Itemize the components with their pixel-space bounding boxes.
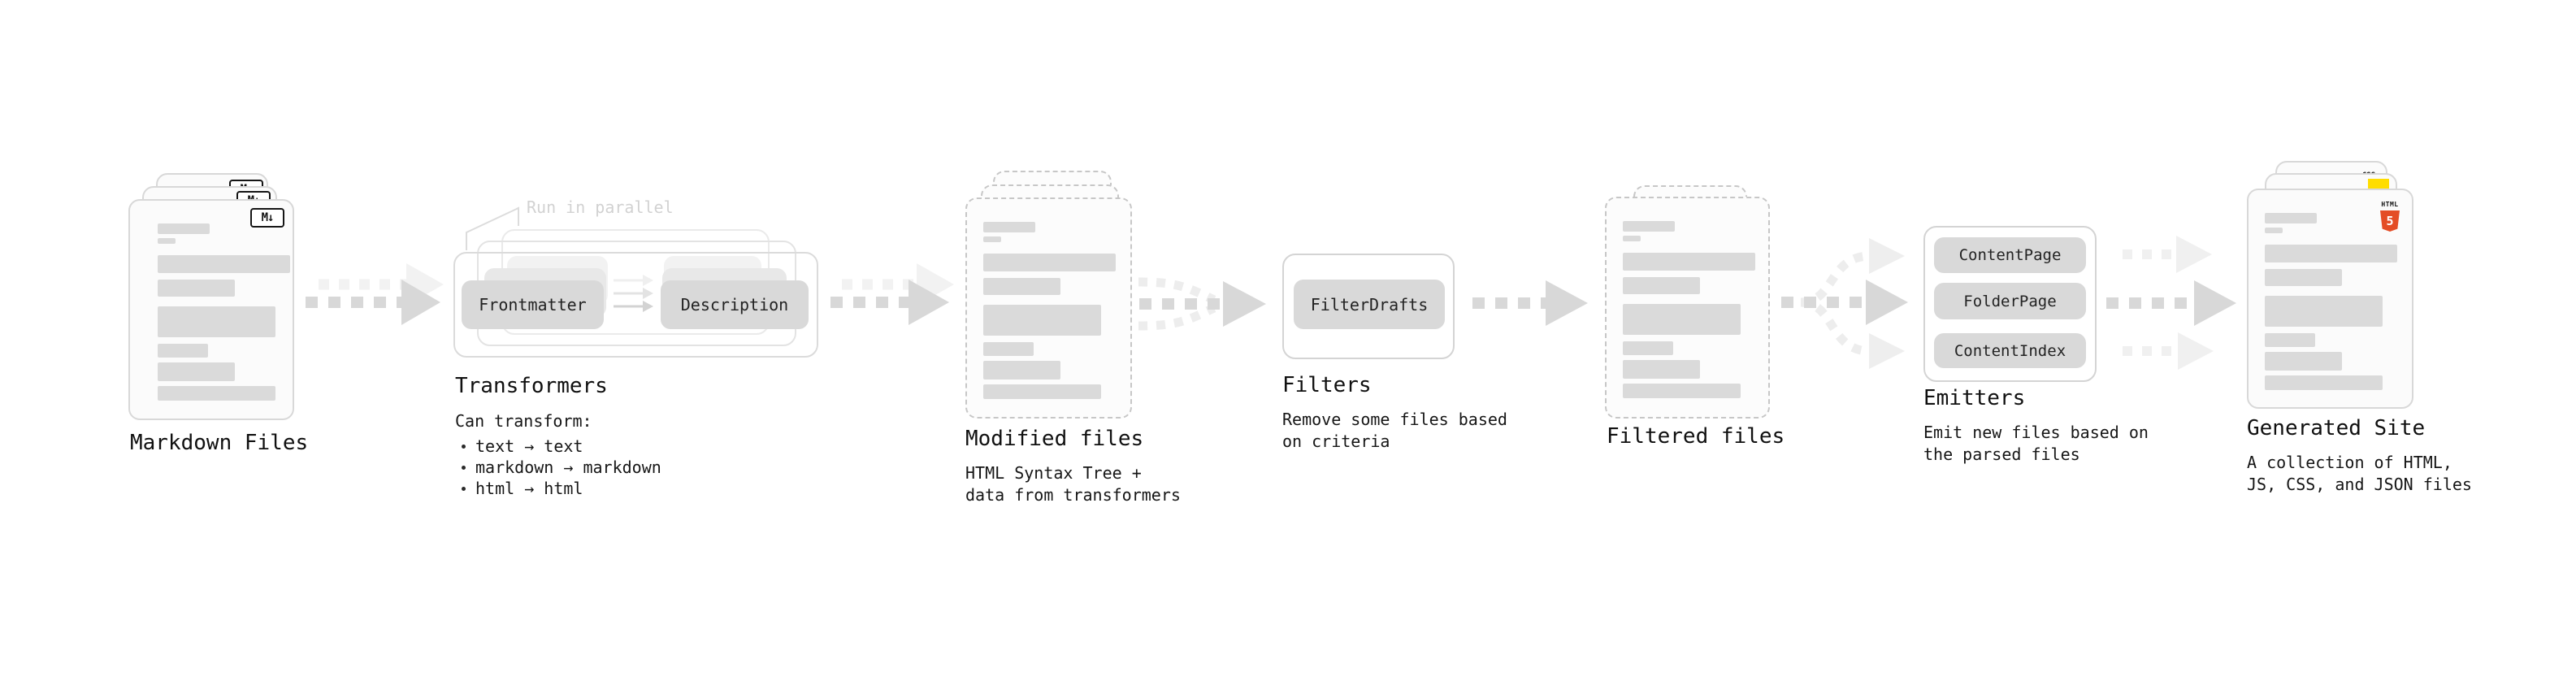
arrow-filters-to-filtered-icon — [1472, 280, 1588, 326]
modified-file-card — [965, 197, 1132, 419]
modified-files-label: Modified files HTML Syntax Tree + data f… — [965, 427, 1181, 506]
stage-title: Generated Site — [2247, 416, 2426, 440]
transformer-pill-arrows-icon — [614, 275, 653, 312]
stage-subtitle: HTML Syntax Tree + data from transformer… — [965, 463, 1181, 505]
transformer-pill-frontmatter: Frontmatter — [462, 280, 604, 329]
run-in-parallel-leader-line — [466, 206, 519, 250]
markdown-files-label: Markdown Files — [130, 431, 308, 455]
filtered-file-card — [1605, 197, 1770, 419]
markdown-file-card: M↓ — [128, 199, 294, 420]
emitters-label: Emitters Emit new files based on the par… — [1923, 386, 2149, 466]
emitter-pill-contentpage: ContentPage — [1934, 237, 2086, 273]
javascript-icon — [2368, 179, 2389, 189]
stage-title: Transformers — [455, 374, 608, 398]
document-text-lines — [2265, 213, 2397, 390]
stage-title: Filters — [1282, 373, 1372, 397]
generated-file-card-html: HTML 5 — [2247, 189, 2413, 409]
filter-pill-filterdrafts: FilterDrafts — [1294, 280, 1445, 329]
arrow-emitters-to-generated-icon — [2106, 236, 2236, 370]
transform-types-list: text → text markdown → markdown html → h… — [455, 436, 661, 499]
markdown-icon: M↓ — [250, 208, 284, 228]
transformer-frame — [453, 252, 818, 358]
stage-subtitle: Emit new files based on the parsed files — [1923, 423, 2149, 464]
list-item: text → text — [455, 436, 661, 457]
transformer-pill-description: Description — [661, 280, 809, 329]
transformers-label: Transformers Can transform: text → text … — [455, 374, 661, 499]
filtered-files-label: Filtered files — [1607, 424, 1785, 449]
arrow-transformers-to-modified-icon — [830, 263, 954, 325]
generated-site-label: Generated Site A collection of HTML, JS,… — [2247, 416, 2472, 496]
arrow-filtered-to-emitters-icon — [1781, 238, 1908, 369]
document-text-lines — [983, 222, 1116, 399]
document-text-lines — [1623, 221, 1755, 398]
arrow-markdown-to-transformers-icon — [306, 263, 444, 325]
stage-title: Modified files — [965, 427, 1144, 451]
arrow-modified-to-filters-icon — [1138, 277, 1266, 331]
document-text-lines — [158, 223, 290, 401]
html5-icon: HTML 5 — [2378, 194, 2402, 232]
stage-subtitle: Remove some files based on criteria — [1282, 410, 1507, 451]
emitter-pill-contentindex: ContentIndex — [1934, 333, 2086, 368]
run-in-parallel-note: Run in parallel — [527, 197, 674, 217]
stage-subtitle: A collection of HTML, JS, CSS, and JSON … — [2247, 453, 2472, 494]
list-item: html → html — [455, 478, 661, 499]
emitter-pill-folderpage: FolderPage — [1934, 283, 2086, 319]
stage-title: Emitters — [1923, 386, 2026, 410]
filters-label: Filters Remove some files based on crite… — [1282, 373, 1507, 453]
stage-title: Filtered files — [1607, 424, 1785, 449]
stage-title: Markdown Files — [130, 431, 309, 455]
list-item: markdown → markdown — [455, 457, 661, 478]
can-transform-heading: Can transform: — [455, 411, 592, 431]
